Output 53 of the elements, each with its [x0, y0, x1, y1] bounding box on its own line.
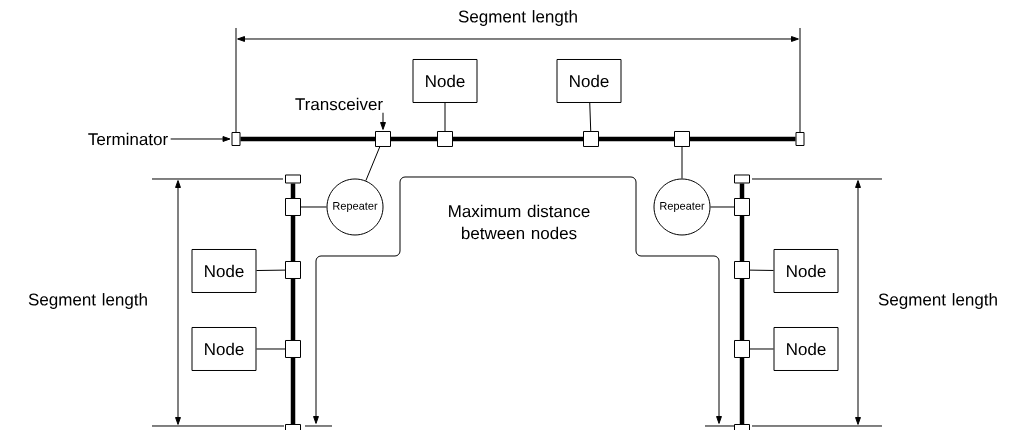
- cable: [453, 136, 583, 142]
- node-box: Node: [773, 249, 839, 293]
- arrow: [380, 112, 386, 130]
- transceiver-box: [674, 131, 690, 147]
- callout-text: Terminator: [88, 132, 168, 146]
- terminator-box: [734, 424, 750, 430]
- connector-line: [444, 102, 446, 132]
- cable: [690, 136, 796, 142]
- label-text: Maximum distance between nodes: [449, 204, 590, 240]
- cable: [290, 216, 296, 261]
- cable: [391, 136, 437, 142]
- terminator-box: [285, 424, 301, 430]
- cable: [739, 358, 745, 424]
- terminator-box: [734, 174, 750, 184]
- node-box: Node: [556, 59, 622, 103]
- node-box: Node: [191, 249, 257, 293]
- transceiver-box: [734, 198, 750, 216]
- callout-text: Transceiver: [295, 97, 383, 111]
- node-box: Node: [773, 327, 839, 371]
- connector-line: [589, 102, 592, 132]
- transceiver-box: [285, 340, 301, 358]
- cable: [739, 216, 745, 261]
- connector-line: [681, 146, 683, 179]
- connector-line: [710, 206, 735, 208]
- transceiver-box: [375, 131, 391, 147]
- cable: [240, 136, 375, 142]
- transceiver-box: [583, 131, 599, 147]
- connector-line: [256, 348, 286, 350]
- label-text: Segment length: [28, 293, 147, 309]
- connector-line: [256, 269, 286, 271]
- terminator-box: [285, 174, 301, 184]
- connector-line: [365, 146, 381, 182]
- transceiver-box: [285, 261, 301, 279]
- cable: [290, 183, 296, 198]
- connector-line: [749, 269, 774, 271]
- transceiver-box: [285, 198, 301, 216]
- node-box: Node: [412, 59, 478, 103]
- label-text: Segment length: [878, 293, 997, 309]
- cable: [739, 183, 745, 198]
- terminator-box: [231, 132, 241, 146]
- label-text: Segment length: [458, 10, 577, 26]
- cable: [290, 358, 296, 424]
- arrow: [170, 136, 231, 142]
- cable: [739, 279, 745, 340]
- transceiver-box: [734, 261, 750, 279]
- cable: [290, 279, 296, 340]
- cable: [599, 136, 674, 142]
- transceiver-box: [734, 340, 750, 358]
- connector-line: [749, 348, 774, 350]
- connector-line: [300, 206, 327, 208]
- transceiver-box: [437, 131, 453, 147]
- terminator-box: [795, 132, 805, 146]
- node-box: Node: [191, 327, 257, 371]
